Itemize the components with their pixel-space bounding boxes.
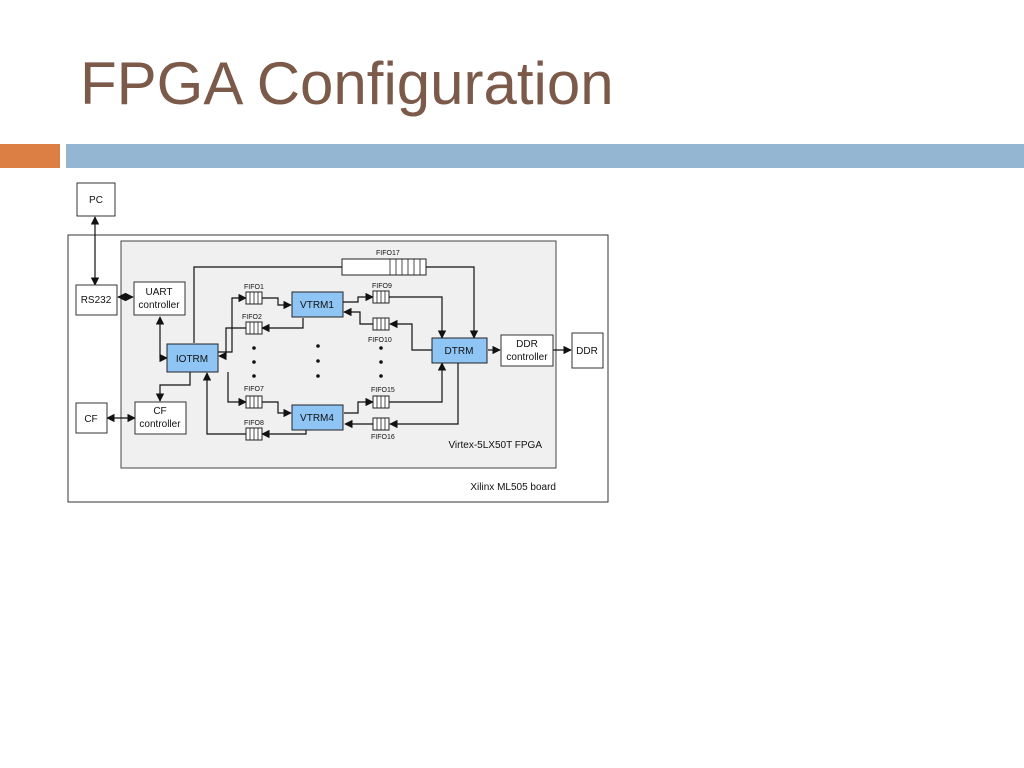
slide-title: FPGA Configuration xyxy=(80,50,614,117)
fifo16: FIFO16 xyxy=(371,417,395,441)
ddr-block: DDR xyxy=(571,332,604,369)
vtrm1-block: VTRM1 xyxy=(291,291,344,318)
ellipsis-dots xyxy=(252,344,383,378)
fifo15-label: FIFO15 xyxy=(371,387,395,394)
rs232-label: RS232 xyxy=(81,295,112,306)
uart-label-1: UART xyxy=(145,287,172,298)
fifo10-label: FIFO10 xyxy=(368,337,392,344)
pc-label: PC xyxy=(89,195,103,206)
ddrctl-label-1: DDR xyxy=(516,339,538,350)
accent-bar-orange xyxy=(0,144,60,168)
vtrm4-label: VTRM4 xyxy=(300,413,334,424)
fifo17-label: FIFO17 xyxy=(376,250,400,257)
fifo17: FIFO17 xyxy=(341,250,427,276)
fifo2: FIFO2 xyxy=(242,314,263,335)
fifo9-label: FIFO9 xyxy=(372,283,392,290)
fifo10: FIFO10 xyxy=(368,317,392,344)
fifo8-label: FIFO8 xyxy=(244,420,264,427)
uart-controller-block: UART controller xyxy=(133,281,186,316)
connections xyxy=(90,216,572,439)
fifo1: FIFO1 xyxy=(244,284,264,305)
iotrm-block: IOTRM xyxy=(166,343,219,373)
ddr-controller-block: DDR controller xyxy=(500,334,554,367)
fpga-label: Virtex-5LX50T FPGA xyxy=(448,440,542,451)
fifo8: FIFO8 xyxy=(244,420,264,441)
vtrm1-label: VTRM1 xyxy=(300,300,334,311)
fifo7: FIFO7 xyxy=(244,386,264,409)
board-label: Xilinx ML505 board xyxy=(470,482,556,493)
iotrm-label: IOTRM xyxy=(176,354,208,365)
rs232-block: RS232 xyxy=(75,284,118,316)
cf-label: CF xyxy=(84,414,97,425)
fifo9: FIFO9 xyxy=(372,283,392,304)
cfctl-label-1: CF xyxy=(153,406,166,417)
uart-label-2: controller xyxy=(138,300,180,311)
fifo1-label: FIFO1 xyxy=(244,284,264,291)
dtrm-label: DTRM xyxy=(445,346,474,357)
pc-block: PC xyxy=(76,182,116,217)
cfctl-label-2: controller xyxy=(139,419,181,430)
vtrm4-block: VTRM4 xyxy=(291,404,344,431)
ddr-label: DDR xyxy=(576,346,598,357)
ddrctl-label-2: controller xyxy=(506,352,548,363)
fifo2-label: FIFO2 xyxy=(242,314,262,321)
cf-block: CF xyxy=(75,402,108,434)
fifo7-label: FIFO7 xyxy=(244,386,264,393)
fifo15: FIFO15 xyxy=(371,387,395,409)
cf-controller-block: CF controller xyxy=(134,401,187,435)
dtrm-block: DTRM xyxy=(431,337,488,364)
accent-bar-blue xyxy=(66,144,1024,168)
fifo16-label: FIFO16 xyxy=(371,434,395,441)
